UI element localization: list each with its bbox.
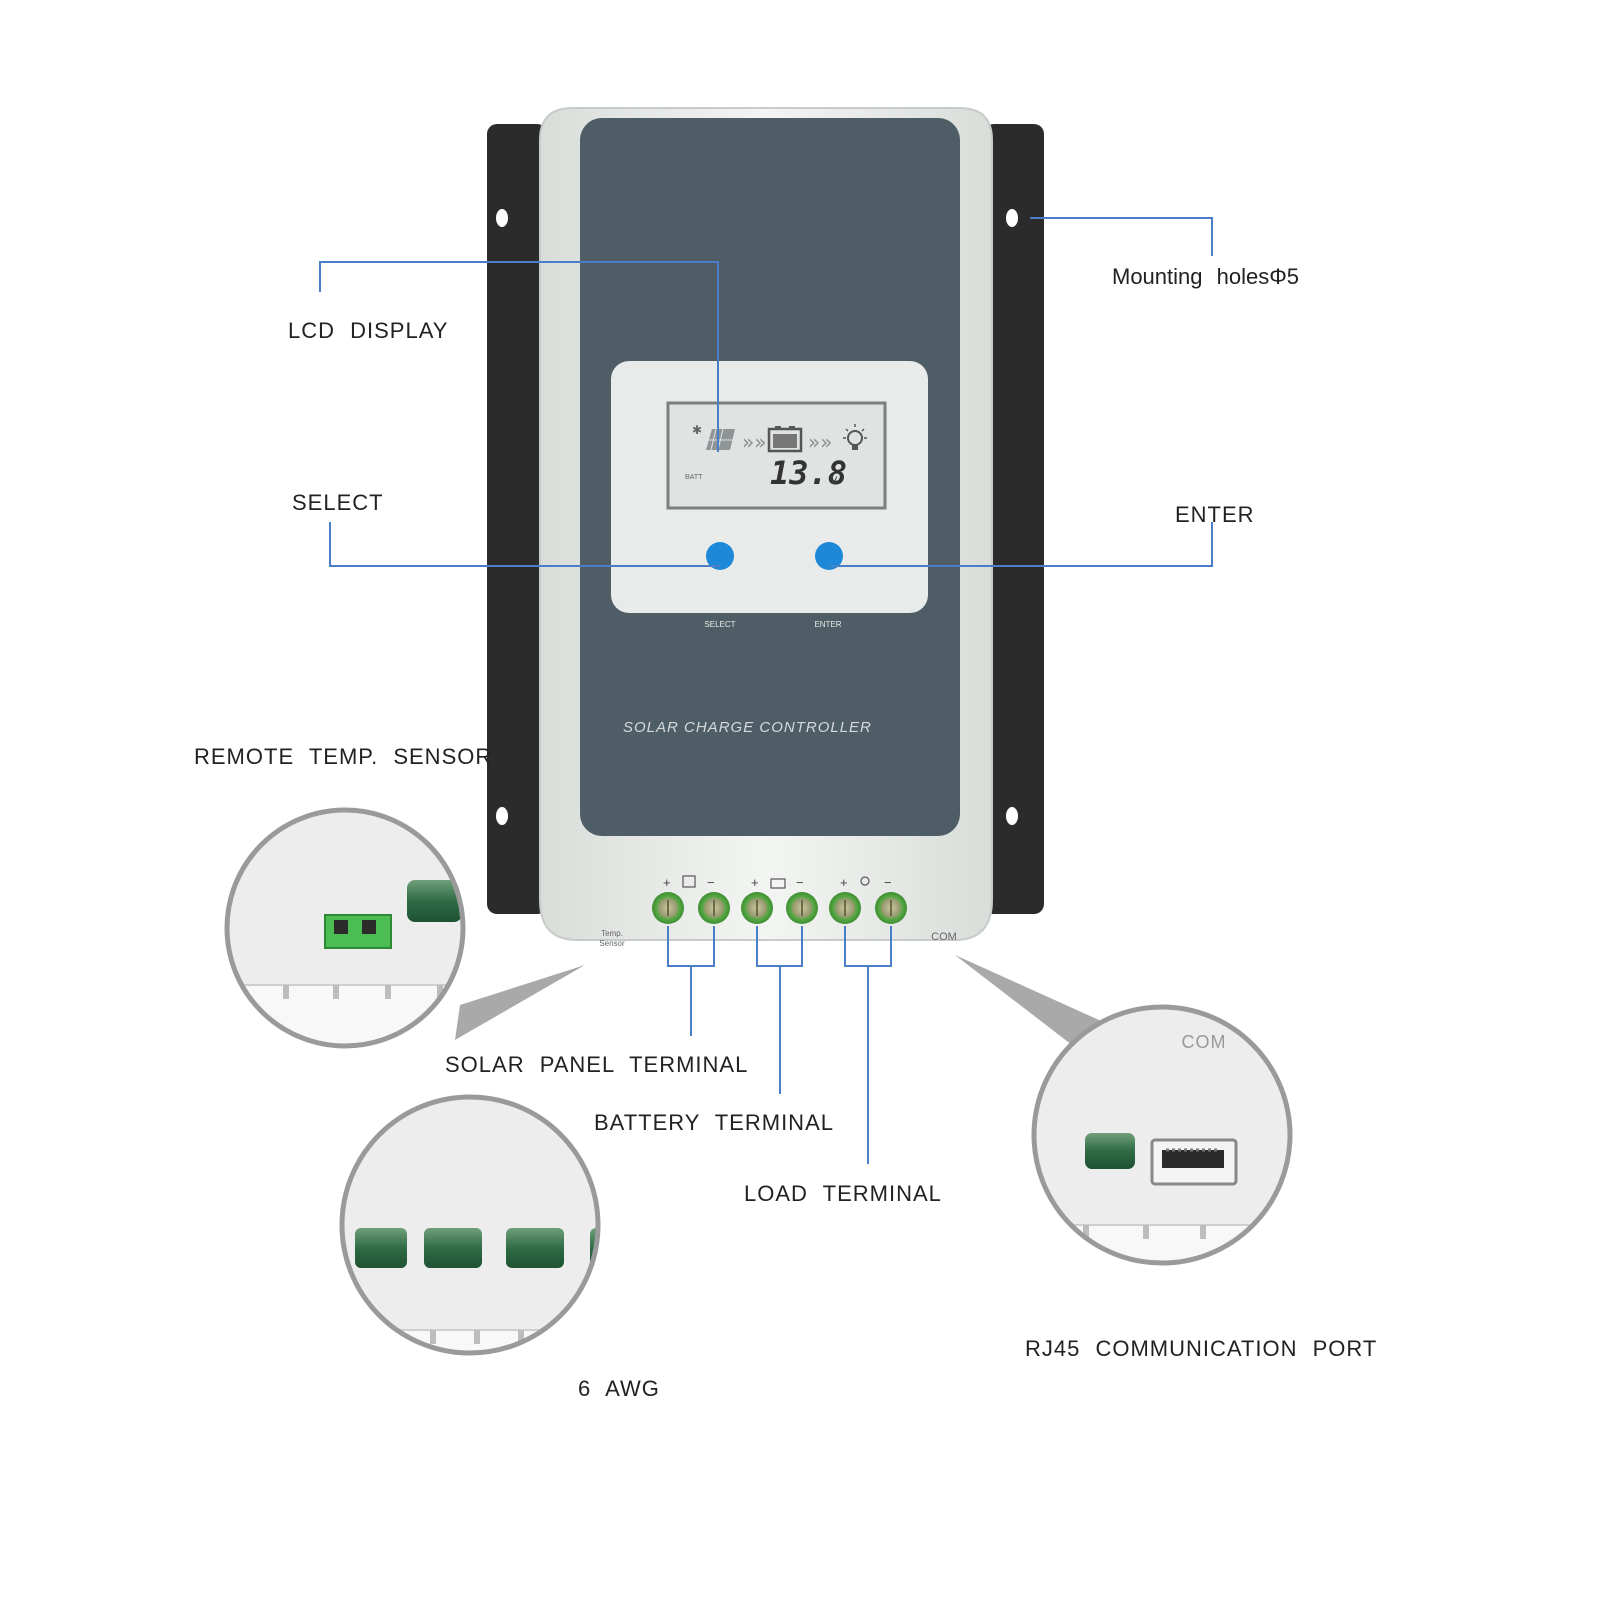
battery-positive-terminal[interactable] [741,892,773,924]
svg-text:+: + [840,875,848,890]
right-mounting-bracket [984,124,1044,914]
rj45-port-callout: RJ45 COMMUNICATION PORT [1025,1336,1378,1361]
bulb-icon [843,424,867,450]
lcd-batt-label: BATT [685,474,703,481]
select-callout: SELECT [292,490,384,515]
svg-text:−: − [707,875,715,890]
battery-terminal-callout: BATTERY TERMINAL [594,1110,834,1135]
com-caption: COM [931,931,957,943]
awg-callout: 6 AWG [578,1376,660,1401]
rj45-port-zoom: COM [1031,1004,1293,1266]
product-name: SOLAR CHARGE CONTROLLER [623,719,872,736]
mounting-holes-callout: Mounting holesΦ5 [1112,264,1299,289]
battery-icon [767,426,803,453]
enter-button[interactable] [815,542,843,570]
terminal-symbols: + − + − + − [663,875,892,890]
svg-text:+: + [663,875,671,890]
load-negative-terminal[interactable] [875,892,907,924]
svg-text:−: − [884,875,892,890]
lcd-unit: V [830,475,838,487]
load-terminal-callout: LOAD TERMINAL [744,1181,942,1206]
lcd-display-callout: LCD DISPLAY [288,318,449,343]
flow-arrows-icon: »» [742,430,766,454]
temp-sensor-caption: Temp. [601,929,623,938]
temp-sensor-caption: Sensor [599,939,625,948]
remote-temp-sensor-callout: REMOTE TEMP. SENSOR [194,744,493,769]
mounting-hole [1006,807,1018,825]
mounting-hole [496,807,508,825]
lcd-screen [666,401,887,510]
solar-panel-terminal-callout: SOLAR PANEL TERMINAL [445,1052,749,1077]
lcd-voltage-value: 13.8 [770,454,847,492]
svg-text:+: + [751,875,759,890]
enter-callout: ENTER [1175,502,1255,527]
leader-lines [319,217,1213,1164]
left-mounting-bracket [487,124,547,914]
mounting-hole [496,209,508,227]
enter-button-caption: ENTER [814,620,841,629]
solar-positive-terminal[interactable] [652,892,684,924]
battery-negative-terminal[interactable] [786,892,818,924]
select-button[interactable] [706,542,734,570]
load-positive-terminal[interactable] [829,892,861,924]
solar-panel-icon: ✱ [692,423,735,451]
mounting-hole [1006,209,1018,227]
remote-temp-sensor-zoom [224,807,466,1049]
svg-text:−: − [796,875,804,890]
zoom-connector [955,955,1110,1055]
solar-negative-terminal[interactable] [698,892,730,924]
zoom-connector [455,965,585,1040]
zoom-com-label: COM [1182,1032,1227,1052]
select-button-caption: SELECT [704,620,735,629]
awg-terminal-zoom [339,1094,601,1356]
flow-arrows-icon: »» [808,430,832,454]
svg-text:✱: ✱ [692,423,702,437]
